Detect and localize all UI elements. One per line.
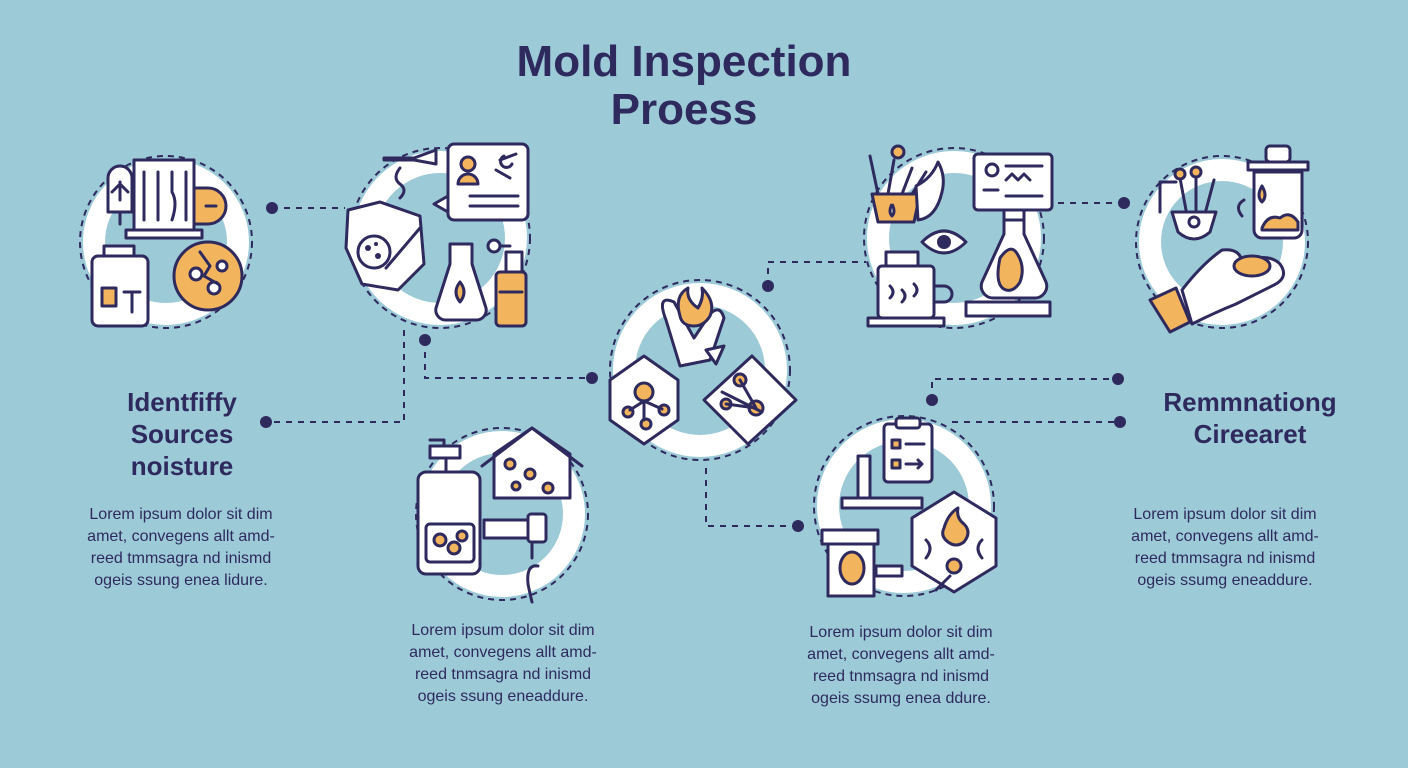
step-right-title-line-1: Remmnationg: [1163, 387, 1337, 417]
desc-line: reed tnmsagra nd inismd: [414, 666, 592, 683]
connector-4-6: [767, 261, 866, 286]
connector-2-4: [424, 340, 592, 379]
desc-line: amet, convegens allt amd-: [409, 644, 597, 661]
gloved-hand-jar-icon: [1135, 144, 1310, 334]
desc-line: ogeis ssumg enea ddure.: [811, 690, 991, 707]
connector-dot: [1118, 197, 1130, 209]
desc-line: amet, convegens allt amd-: [1131, 528, 1319, 545]
step-left-title-line-2: Sources: [130, 419, 234, 449]
page-title-line-1: Mold Inspection: [516, 37, 852, 86]
desc-line: Lorem ipsum dolor sit dim: [89, 506, 273, 523]
magnifier-report-flask-icon: [344, 142, 531, 329]
connector-2-left: [266, 330, 405, 423]
desc-line: Lorem ipsum dolor sit dim: [1133, 506, 1317, 523]
hand-flame-hexagon-network-icon: [608, 279, 798, 461]
connector-dot: [762, 280, 774, 292]
connector-dot: [792, 520, 804, 532]
step-left-description: Lorem ipsum dolor sit dim amet, convegen…: [36, 504, 326, 592]
desc-line: reed tnmsagra nd inismd: [812, 668, 990, 685]
step-center-left-description: Lorem ipsum dolor sit dim amet, convegen…: [358, 620, 648, 708]
connector-dot: [1112, 373, 1124, 385]
desc-line: Lorem ipsum dolor sit dim: [411, 622, 595, 639]
step-left-title: Identfiffy Sources noisture: [82, 386, 282, 482]
step-right-description: Lorem ipsum dolor sit dim amet, convegen…: [1080, 504, 1370, 592]
desc-line: Lorem ipsum dolor sit dim: [809, 624, 993, 641]
step-right-title-line-2: Cireearet: [1193, 419, 1307, 449]
desc-line: reed tmmsagra nd inismd: [1134, 550, 1316, 567]
desc-line: ogeis ssumg eneaddure.: [1137, 572, 1313, 589]
connector-4-5: [705, 468, 798, 527]
connector-dot: [586, 372, 598, 384]
connector-dot: [260, 416, 272, 428]
connector-dot: [266, 202, 278, 214]
desc-line: ogeis ssung eneaddure.: [417, 688, 589, 705]
desc-line: ogeis ssung enea lidure.: [94, 572, 268, 589]
page-title-line-2: Proess: [610, 85, 758, 134]
connectors: [260, 197, 1130, 532]
step-center-right-description: Lorem ipsum dolor sit dim amet, convegen…: [756, 622, 1046, 710]
connector-5-right-a: [931, 378, 1118, 400]
jar-monitor-eye-flask-icon: [863, 144, 1054, 329]
desc-line: reed tmmsagra nd inismd: [90, 550, 272, 567]
step-left-title-line-3: noisture: [130, 451, 234, 481]
clipboard-pipe-shield-icon: [813, 415, 998, 598]
step-right-title: Remmnationg Cireearet: [1130, 386, 1370, 450]
connector-dot: [419, 334, 431, 346]
page-title: Mold Inspection Proess: [434, 38, 934, 134]
step-left-title-line-1: Identfiffy: [127, 387, 237, 417]
desc-line: amet, convegens allt amd-: [87, 528, 275, 545]
connector-dot: [926, 394, 938, 406]
connector-dot: [1114, 416, 1126, 428]
dropper-cabinet-jar-spores-icon: [79, 155, 253, 329]
desc-line: amet, convegens allt amd-: [807, 646, 995, 663]
spray-bottle-house-faucet-icon: [415, 426, 589, 604]
